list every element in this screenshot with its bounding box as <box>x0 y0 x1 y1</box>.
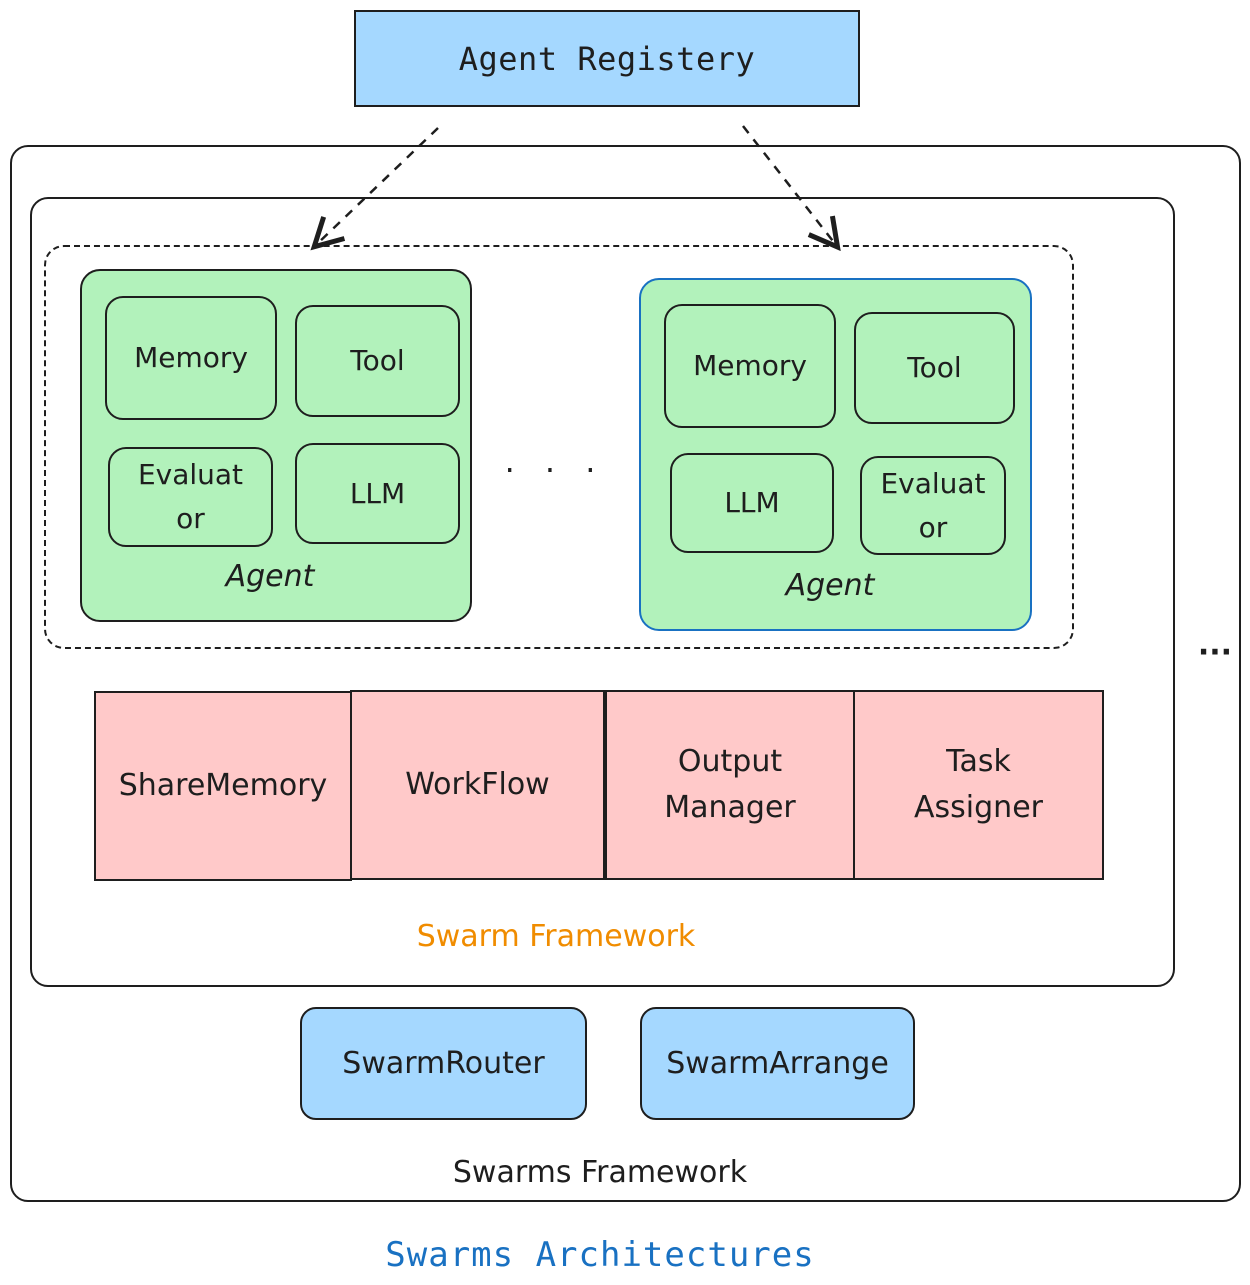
output-manager-label-1: Output <box>677 744 783 779</box>
share-memory-module: ShareMemory <box>94 691 352 881</box>
diagram-title: Swarms Architectures <box>385 1235 815 1275</box>
agent-1-memory-label: Memory <box>134 341 248 374</box>
agent-1-llm-label: LLM <box>349 476 406 510</box>
agent-2-evaluator-label-2: or <box>918 510 948 544</box>
agent-1-tool-label: Tool <box>350 344 405 377</box>
task-assigner-label-1: Task <box>946 744 1011 779</box>
agent-1-memory: Memory <box>105 296 277 420</box>
output-manager-module: Output Manager <box>605 690 855 880</box>
agent-2-memory: Memory <box>664 304 836 428</box>
agent-2-label: Agent <box>785 567 875 603</box>
agent-2-tool: Tool <box>854 312 1015 424</box>
agent-2-tool-label: Tool <box>907 351 962 384</box>
swarm-framework-label: Swarm Framework <box>416 918 696 954</box>
agent-1-tool: Tool <box>295 305 460 417</box>
agent-registry-label: Agent Registery <box>458 39 756 78</box>
swarms-framework-label: Swarms Framework <box>452 1154 748 1190</box>
agent-1-evaluator-label-2: or <box>176 502 205 535</box>
swarm-framework-container <box>30 197 1175 987</box>
swarm-router-label: SwarmRouter <box>342 1046 545 1081</box>
swarm-arrange-label: SwarmArrange <box>666 1046 889 1081</box>
agent-2-llm-label: LLM <box>724 486 780 519</box>
output-manager-label-2: Manager <box>664 790 796 825</box>
workflow-module: WorkFlow <box>350 690 605 880</box>
agent-2-llm: LLM <box>670 453 834 553</box>
arrow-to-left-agent <box>316 127 439 245</box>
agent-1-llm: LLM <box>295 443 460 544</box>
agents-group <box>44 245 1074 649</box>
swarms-framework-container <box>10 145 1241 1202</box>
share-memory-label: ShareMemory <box>118 768 328 803</box>
agents-ellipsis: · · · <box>504 451 606 489</box>
agent-registry-box: Agent Registery <box>354 10 860 107</box>
workflow-label: WorkFlow <box>405 767 550 802</box>
swarm-arrange-box: SwarmArrange <box>640 1007 915 1120</box>
agent-2-evaluator: Evaluat or <box>860 456 1006 555</box>
agent-1-evaluator-label-1: Evaluat <box>137 458 244 491</box>
swarm-router-box: SwarmRouter <box>300 1007 587 1120</box>
task-assigner-module: Task Assigner <box>853 690 1104 880</box>
task-assigner-label-2: Assigner <box>914 790 1043 825</box>
agent-1-label: Agent <box>225 558 315 594</box>
side-ellipsis: ··· <box>1197 634 1233 670</box>
agent-1-evaluator: Evaluat or <box>108 447 273 547</box>
agent-2-memory-label: Memory <box>693 349 807 382</box>
agent-2-evaluator-label-1: Evaluat <box>880 466 986 500</box>
